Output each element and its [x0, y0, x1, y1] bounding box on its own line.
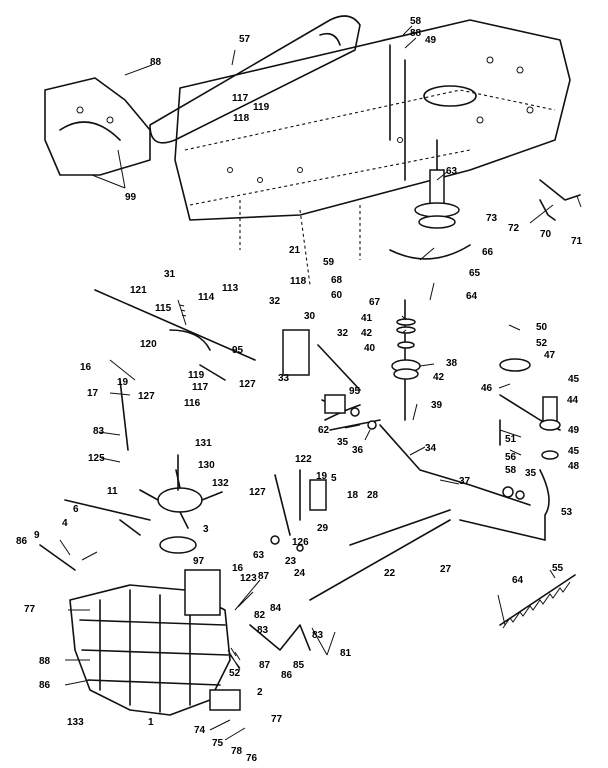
hardware [119, 364, 525, 651]
pulley-stack [391, 299, 421, 421]
steering-shaft [389, 44, 581, 260]
leader-lines [59, 25, 582, 741]
fan-pulley [139, 454, 223, 554]
linkage-rods [94, 289, 546, 601]
right-bracket [499, 358, 561, 541]
springs [177, 299, 576, 671]
front-fender [44, 77, 151, 176]
transaxle [39, 499, 241, 716]
frame-panel [174, 19, 571, 286]
drive-belt [149, 15, 361, 144]
